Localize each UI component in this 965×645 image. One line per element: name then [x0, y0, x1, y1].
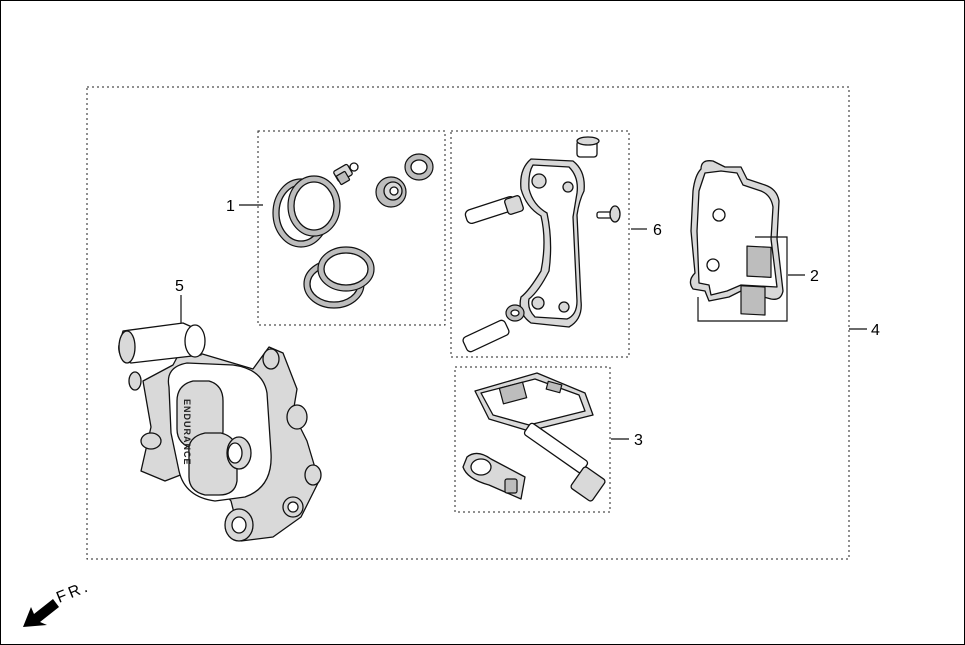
- assembly-box: [86, 86, 850, 560]
- pad-spring: [474, 372, 594, 432]
- callout-6: 6: [653, 222, 662, 239]
- seal-kit-parts: [272, 153, 434, 309]
- callout-4: 4: [871, 322, 880, 339]
- direction-label: FR.: [54, 578, 93, 607]
- caliper-body: ENDURANCE: [118, 322, 322, 542]
- caliper-bracket: [519, 158, 585, 328]
- bracket-box: [450, 130, 630, 358]
- bracket-bolt-small: [596, 205, 621, 223]
- slide-pin-lower: [462, 304, 525, 353]
- lug-top: [262, 348, 280, 370]
- lock-plate: [462, 452, 526, 500]
- callout-2: 2: [810, 268, 819, 285]
- slide-pin-upper: [464, 195, 524, 225]
- caliper-brand-label: ENDURANCE: [182, 399, 192, 466]
- callout-5: 5: [175, 278, 184, 295]
- bushing: [375, 176, 407, 208]
- front-direction-indicator: FR.: [23, 578, 93, 627]
- callout-3: 3: [634, 432, 643, 449]
- bleed-screw: [333, 162, 359, 186]
- banjo-fitting: [118, 322, 206, 364]
- lug-right: [286, 404, 308, 430]
- arrow-icon: [23, 599, 59, 627]
- callout-1: 1: [226, 198, 235, 215]
- pad-bracket-line: [697, 236, 788, 322]
- seal-kit-box: [257, 130, 446, 326]
- dust-seal-small: [404, 153, 434, 181]
- bracket-pin-top: [576, 136, 600, 158]
- brake-pads: [689, 160, 784, 316]
- caliper-bolt: [523, 422, 606, 502]
